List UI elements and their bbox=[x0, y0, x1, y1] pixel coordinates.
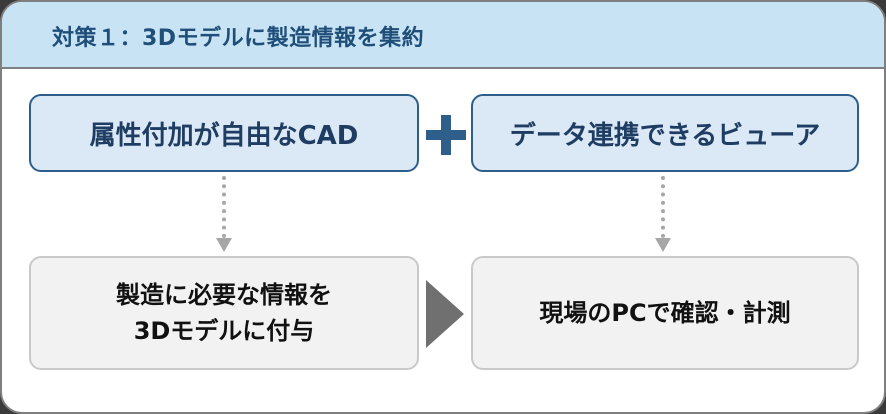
header-bar: 対策１：3Dモデルに製造情報を集約 bbox=[2, 2, 884, 69]
right-dotted-connector bbox=[661, 176, 665, 238]
right-triangle-arrow-icon bbox=[426, 280, 464, 348]
attach-info-line2: 3Dモデルに付与 bbox=[133, 317, 315, 345]
field-pc-label: 現場のPCで確認・計測 bbox=[539, 299, 791, 327]
header-title: 対策１：3Dモデルに製造情報を集約 bbox=[52, 26, 425, 51]
plus-icon bbox=[426, 115, 466, 155]
cad-box: 属性付加が自由なCAD bbox=[29, 94, 419, 172]
left-arrow-head-icon bbox=[216, 238, 232, 252]
cad-box-label: 属性付加が自由なCAD bbox=[89, 120, 359, 151]
viewer-box: データ連携できるビューア bbox=[471, 94, 859, 172]
attach-info-line1: 製造に必要な情報を bbox=[116, 281, 332, 309]
left-dotted-connector bbox=[222, 176, 226, 238]
attach-info-box: 製造に必要な情報を 3Dモデルに付与 bbox=[29, 256, 419, 370]
viewer-box-label: データ連携できるビューア bbox=[509, 120, 821, 151]
right-arrow-head-icon bbox=[655, 238, 671, 252]
field-pc-box: 現場のPCで確認・計測 bbox=[471, 256, 859, 370]
